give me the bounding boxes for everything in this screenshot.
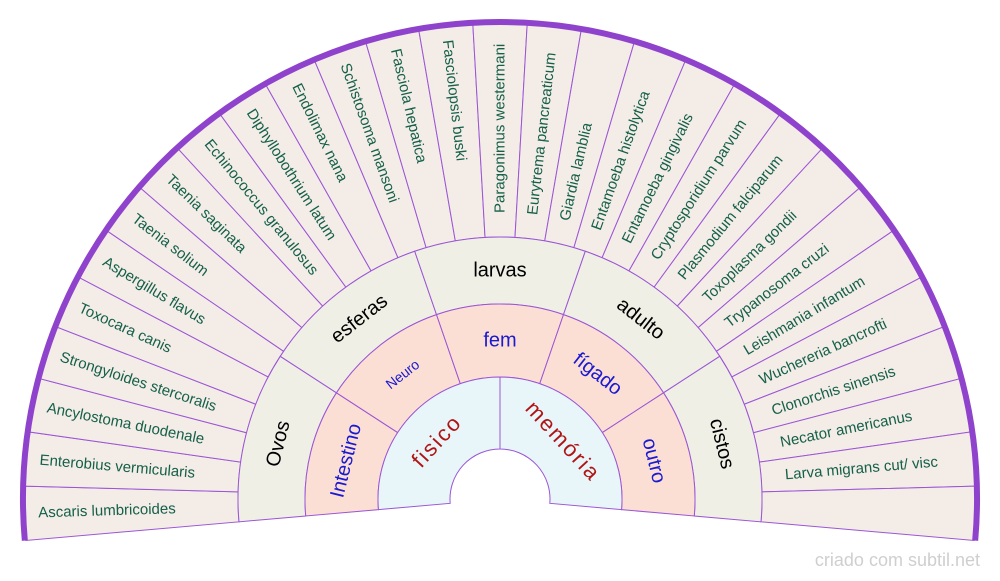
footer-credit: criado com subtil.net — [814, 550, 980, 570]
organism-label: Paragonimus westermani — [492, 44, 509, 213]
organ-label: fem — [483, 330, 516, 352]
organism-segment — [760, 485, 977, 542]
category-segment — [377, 376, 501, 511]
outer-border — [20, 19, 980, 541]
stage-label: larvas — [473, 260, 526, 282]
organism-label: Ascaris lumbricoides — [38, 500, 176, 521]
category-segment — [499, 376, 623, 511]
